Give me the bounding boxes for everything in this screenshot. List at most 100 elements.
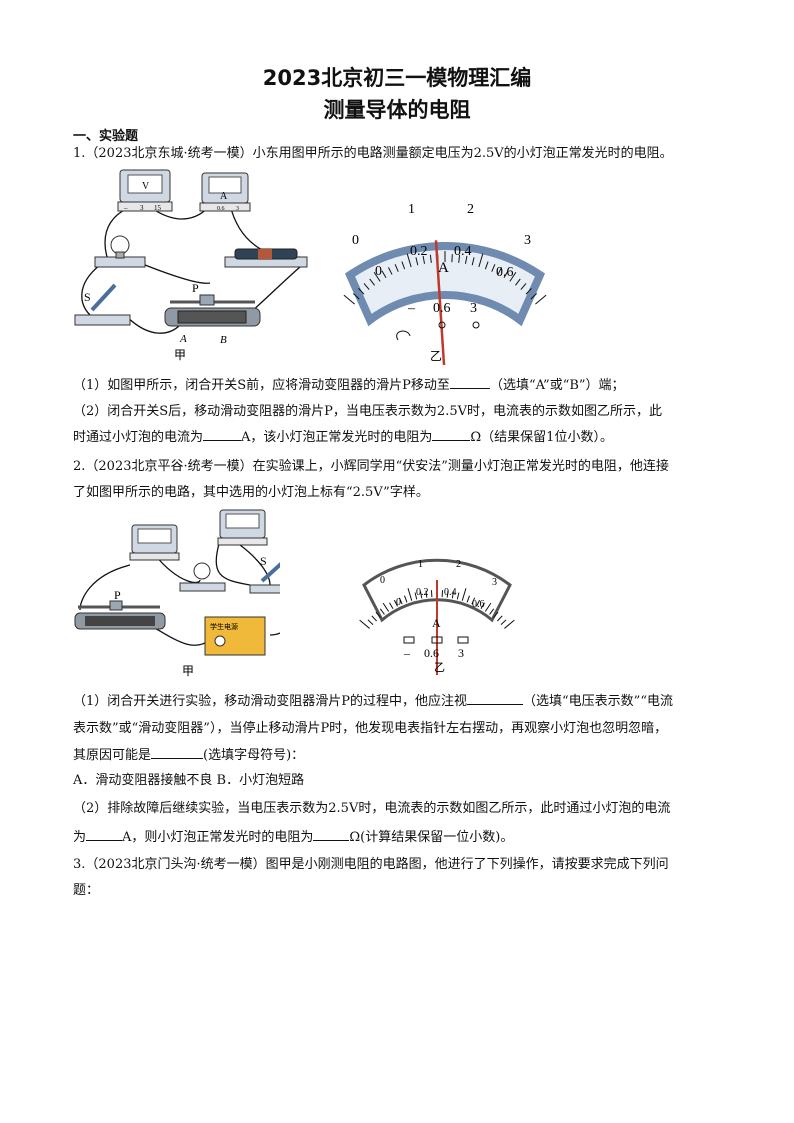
section-heading: 一、实验题: [73, 129, 139, 144]
dial-tick: [509, 271, 517, 282]
svg-text:3: 3: [140, 204, 144, 212]
dial-tick: [471, 597, 476, 605]
svg-text:–: –: [407, 301, 416, 316]
svg-text:0.6: 0.6: [472, 599, 485, 610]
svg-text:A: A: [438, 260, 449, 276]
dial-tick: [525, 288, 532, 295]
dial-tick: [535, 294, 547, 305]
q2-stem-line2: 了如图甲所示的电路，其中选用的小灯泡上标有“2.5V”字样。: [73, 485, 429, 500]
q1-part2-line1: （2）闭合开关S后，移动滑动变阻器的滑片P，当电压表示数为2.5V时，电流表的示…: [73, 404, 662, 419]
dial-tick: [414, 592, 418, 600]
q1-stem: 1.（2023北京东城·统考一模）小东用图甲所示的电路测量额定电压为2.5V的小…: [73, 146, 673, 161]
q1-circuit-figure: V – 3 15 A 0.6 3 S P A B 甲: [74, 169, 308, 362]
dial-tick: [503, 270, 509, 279]
voltmeter-icon: V – 3 15: [117, 169, 173, 212]
q1-blank-1[interactable]: [449, 376, 490, 389]
dial-tick: [389, 602, 394, 610]
dial-tick: [456, 592, 460, 600]
svg-text:S: S: [84, 290, 91, 304]
dial-tick: [359, 619, 370, 629]
voltmeter-icon: [129, 524, 180, 561]
svg-text:3: 3: [458, 646, 464, 660]
q1-needle: [434, 240, 446, 365]
q1-caption-jia: 甲: [174, 348, 186, 362]
dial-tick: [343, 294, 355, 305]
switch-icon: S: [249, 554, 280, 594]
svg-text:2: 2: [467, 202, 474, 217]
dial-tick: [446, 590, 449, 598]
svg-text:–: –: [403, 646, 411, 660]
svg-text:3: 3: [470, 301, 477, 316]
svg-text:0: 0: [352, 233, 359, 248]
svg-text:0.4: 0.4: [454, 244, 472, 259]
dial-tick: [489, 608, 495, 615]
dial-tick: [371, 615, 377, 622]
dial-tick: [375, 611, 381, 618]
dial-tick: [461, 588, 467, 601]
dial-tick: [484, 602, 492, 612]
q2-dial-ticks: [359, 587, 515, 629]
q2-options: A．滑动变阻器接触不良 B．小灯泡短路: [73, 773, 305, 788]
svg-text:0.6: 0.6: [424, 646, 439, 660]
q2-caption-jia: 甲: [182, 664, 194, 678]
q2-part1-line3: 其原因可能是(选填字母符号)：: [73, 746, 305, 763]
dial-tick: [404, 595, 408, 603]
dial-tick: [373, 271, 381, 282]
document-title: 2023北京初三一模物理汇编: [262, 66, 532, 90]
dial-tick: [407, 588, 413, 601]
dial-tick: [379, 608, 385, 615]
dial-tick: [415, 257, 419, 266]
q2-blank-2[interactable]: [151, 746, 204, 759]
q2-blank-3[interactable]: [86, 828, 123, 841]
q2-blank-4[interactable]: [313, 828, 350, 841]
q2-blank-1[interactable]: [467, 692, 524, 705]
svg-text:P: P: [114, 588, 121, 602]
dial-tick: [530, 293, 537, 300]
dial-tick: [353, 293, 360, 300]
q2-part1-line1: （1）闭合开关进行实验，移动滑动变阻器滑片P的过程中，他应注视（选填“电压表示数…: [73, 692, 673, 709]
svg-text:A: A: [432, 616, 441, 630]
dial-tick: [458, 254, 461, 263]
dial-tick: [500, 619, 507, 625]
svg-text:0: 0: [380, 575, 385, 586]
svg-text:1: 1: [418, 559, 423, 570]
dial-tick: [363, 283, 370, 290]
q2-ammeter-dial: 0 1 2 3 0 0.2 0.4 0.6 A – 0.6 3 乙: [359, 558, 515, 675]
svg-text:3: 3: [236, 206, 239, 212]
dial-tick: [398, 597, 403, 605]
svg-text:0.6: 0.6: [433, 301, 451, 316]
svg-text:0.4: 0.4: [444, 587, 457, 598]
q1-ammeter-dial: 0 1 2 3 0 0.2 0.4 0.6 A – 0.6 3 乙: [343, 202, 547, 365]
dial-tick: [497, 615, 503, 622]
dial-tick: [429, 254, 432, 263]
dial-tick: [451, 591, 454, 599]
dial-tick: [515, 278, 521, 286]
q2-caption-yi: 乙: [434, 661, 445, 674]
dial-tick: [466, 595, 470, 603]
q2-circuit-figure: S P 学生电源 甲: [74, 509, 280, 678]
svg-text:0: 0: [396, 597, 401, 608]
dial-tick: [504, 619, 515, 629]
rheostat-icon: P A B: [164, 281, 261, 346]
q3-stem-line2: 题：: [73, 883, 100, 898]
svg-text:3: 3: [524, 233, 531, 248]
svg-text:–: –: [123, 204, 128, 212]
dial-tick: [381, 270, 387, 279]
q1-blank-2[interactable]: [203, 428, 242, 441]
dial-tick: [367, 619, 374, 625]
dial-tick: [493, 611, 499, 618]
svg-text:B: B: [220, 334, 227, 346]
rheostat-icon: P: [74, 588, 166, 630]
svg-text:A: A: [179, 333, 187, 345]
dial-tick: [464, 255, 468, 264]
svg-text:0.6: 0.6: [217, 206, 225, 212]
dial-tick: [484, 261, 489, 270]
svg-text:V: V: [142, 181, 150, 192]
q3-stem-line1: 3.（2023北京门头沟·统考一模）图甲是小刚测电阻的电路图，他进行了下列操作，…: [73, 857, 669, 872]
light-bulb-icon: [179, 562, 226, 592]
svg-text:S: S: [260, 554, 267, 568]
q1-blank-3[interactable]: [432, 428, 471, 441]
q2-part2-line1: （2）排除故障后继续实验，当电压表示数为2.5V时，电流表的示数如图乙所示，此时…: [73, 801, 671, 816]
